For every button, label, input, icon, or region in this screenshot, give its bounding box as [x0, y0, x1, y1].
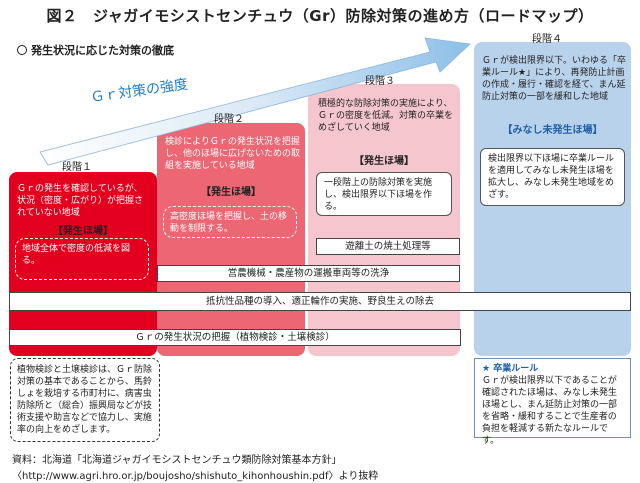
measure-bar-inspection: Ｇｒの発生状況の把握（植物検診・土壌検診） [9, 329, 461, 346]
stage-2-box: 高密度ほ場を把握し、土の移動を制限する。 [163, 206, 297, 238]
stage-4-box: 検出限界以下ほ場に卒業ルールを適用してみなし未発生ほ場を拡大し、みなし未発生地域… [480, 148, 625, 206]
measure-bar-wash: 営農機械・農産物の運搬車両等の洗浄 [157, 265, 460, 282]
source-line-2: 〈http://www.agri.hro.or.jp/boujosho/shis… [12, 471, 379, 482]
graduation-rule-heading: ★ 卒業ルール [482, 364, 539, 374]
stage-1-box: 地域全体で密度の低減を図る。 [15, 238, 149, 280]
section-heading: 発生状況に応じた対策の徹底 [17, 42, 174, 58]
measure-bar-burn-soil: 遊離土の焼土処理等 [316, 238, 460, 255]
source-line-1: 資料：北海道「北海道ジャガイモシストセンチュウ類防除対策基本方針」 [12, 455, 342, 466]
stage-3-box: 一段階上の防除対策を実施し、検出限界以下ほ場を作る。 [316, 172, 452, 216]
inspection-note: 植物検診と土壌検診は、Ｇｒ防除対策の基本であることから、馬鈴しょを栽培する市町村… [10, 358, 160, 442]
stage-4-label: 段階４ [532, 34, 562, 45]
stage-1-text: Ｇｒの発生を確認しているが、状況（密度・広がり）が把握されていない地域 [17, 184, 144, 218]
graduation-rule-body: Ｇｒが検出限界以下であることが確認されたほ場は、みなし未発生ほ場とし、まん延防止… [482, 376, 618, 446]
section-heading-text: 発生状況に応じた対策の徹底 [31, 44, 174, 57]
stage-3-label: 段階３ [365, 76, 395, 87]
stage-4-text: Ｇｒが検出限界以下。いわゆる「卒業ルール★」により、再発防止計画の作成・履行・確… [482, 56, 627, 102]
stage-2-tag: 【発生ほ場】 [201, 187, 261, 198]
stage-3-text: 積極的な防除対策の実施により、Ｇｒの密度を低減。対策の卒業をめざしていく地域 [318, 99, 454, 133]
graduation-rule-note: ★ 卒業ルール Ｇｒが検出限界以下であることが確認されたほ場は、みなし未発生ほ場… [474, 358, 631, 446]
arrow-shape [39, 37, 471, 166]
stage-3-tag: 【発生ほ場】 [354, 156, 414, 167]
stage-2-text: 検診によりＧｒの発生状況を把握し、他のほ場に広げないための取組を実施している地域 [165, 137, 301, 171]
stage-1-label: 段階１ [62, 162, 92, 173]
stage-2-panel [157, 123, 305, 356]
stage-2-label: 段階２ [214, 114, 244, 125]
stage-4-tag: 【みなし未発生ほ場】 [502, 125, 603, 136]
figure-title: 図２ ジャガイモシストセンチュウ（Gr）防除対策の進め方（ロードマップ） [46, 7, 594, 25]
stage-1-tag: 【発生ほ場】 [53, 226, 113, 237]
measure-bar-resistant: 抵抗性品種の導入、適正輪作の実施、野良生えの除去 [9, 292, 631, 311]
circle-icon [17, 45, 27, 55]
stage-1-panel [9, 172, 157, 356]
